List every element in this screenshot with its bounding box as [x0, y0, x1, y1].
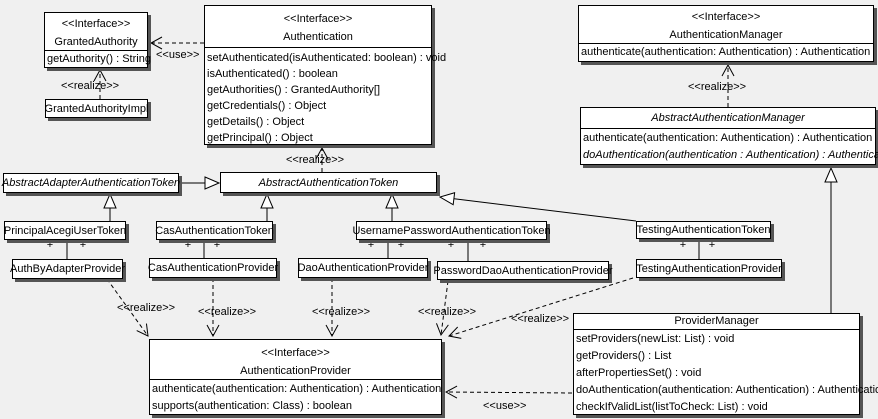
authentication-method: getAuthorities() : GrantedAuthority[] [207, 84, 381, 96]
granted-authority-impl-name: GrantedAuthorityImpl [44, 102, 149, 115]
class-authentication: <<Interface>> Authentication setAuthenti… [204, 5, 447, 145]
realize-authbyadapter-to-authprovider [106, 278, 148, 336]
association-plus: + [479, 239, 487, 251]
authentication-provider-name: AuthenticationProvider [240, 365, 351, 377]
use-label-providermanager: <<use>> [483, 400, 527, 412]
realize-label-testingprovider: <<realize>> [511, 313, 570, 325]
abstract-authentication-token-name: AbstractAuthenticationToken [258, 176, 399, 189]
association-plus: + [184, 239, 192, 251]
password-dao-authentication-provider-name: PasswordDaoAuthenticationProvider [433, 264, 613, 277]
dao-authentication-provider-name: DaoAuthenticationProvider [297, 262, 429, 274]
association-plus: + [708, 239, 716, 251]
class-password-dao-authentication-provider: PasswordDaoAuthenticationProvider [433, 261, 613, 280]
provider-manager-name: ProviderManager [674, 315, 759, 327]
authentication-provider-method: supports(authentication: Class) : boolea… [152, 400, 352, 412]
realize-label-casprovider: <<realize>> [198, 306, 257, 318]
use-label-grantedauthority: <<use>> [156, 49, 200, 61]
authentication-method: getPrincipal() : Object [207, 132, 313, 144]
association-plus: + [367, 239, 375, 251]
use-providermanager-to-authprovider [446, 392, 573, 393]
authentication-method: getDetails() : Object [207, 116, 305, 128]
class-testing-authentication-provider: TestingAuthenticationProvider [636, 259, 782, 278]
association-plus: + [679, 239, 687, 251]
authentication-manager-method: authenticate(authentication: Authenticat… [581, 46, 871, 58]
abstract-authentication-manager-method: authenticate(authentication: Authenticat… [583, 132, 873, 144]
class-username-password-authentication-token: UsernamePasswordAuthenticationToken [352, 221, 551, 240]
association-plus: + [397, 239, 405, 251]
authentication-method: getCredentials() : Object [207, 100, 327, 112]
principal-acegi-user-token-name: PrincipalAcegiUserToken [3, 224, 127, 237]
realize-label-grantedauthority: <<realize>> [61, 80, 120, 92]
granted-authority-stereotype: <<Interface>> [61, 18, 131, 30]
class-principal-acegi-user-token: PrincipalAcegiUserToken [4, 221, 126, 240]
abstract-adapter-authentication-token-name: AbstractAdapterAuthenticationToken [1, 177, 181, 189]
authentication-method: isAuthenticated() : boolean [207, 68, 338, 80]
abstract-authentication-manager-name: AbstractAuthenticationManager [651, 112, 805, 124]
class-testing-authentication-token: TestingAuthenticationToken [636, 221, 771, 239]
authentication-manager-name: AuthenticationManager [669, 29, 783, 41]
authentication-name: Authentication [283, 31, 353, 43]
class-abstract-adapter-authentication-token: AbstractAdapterAuthenticationToken [1, 173, 181, 193]
provider-manager-method: setProviders(newList: List) : void [576, 333, 735, 345]
username-password-authentication-token-name: UsernamePasswordAuthenticationToken [352, 224, 551, 237]
realize-label-authmanager: <<realize>> [688, 81, 747, 93]
cas-authentication-token-name: CasAuthenticationToken [155, 224, 274, 237]
class-granted-authority: <<Interface>> GrantedAuthority getAuthor… [44, 12, 151, 68]
abstract-authentication-manager-method: doAuthentication(authentication : Authen… [583, 149, 878, 161]
provider-manager-method: afterPropertiesSet() : void [576, 367, 702, 379]
provider-manager-method: checkIfValidList(listToCheck: List) : vo… [576, 401, 768, 413]
class-authentication-manager: <<Interface>> AuthenticationManager auth… [578, 5, 874, 62]
association-plus: + [213, 239, 221, 251]
class-abstract-authentication-manager: AbstractAuthenticationManager authentica… [580, 107, 878, 165]
class-cas-authentication-token: CasAuthenticationToken [155, 221, 274, 240]
class-auth-by-adapter-provider: AuthByAdapterProvider [10, 259, 125, 279]
association-plus: + [79, 239, 87, 251]
realize-label-authentication: <<realize>> [286, 154, 345, 166]
granted-authority-name: GrantedAuthority [54, 36, 138, 48]
provider-manager-method: getProviders() : List [576, 350, 672, 362]
association-plus: + [447, 239, 455, 251]
realize-label-authbyadapter: <<realize>> [117, 302, 176, 314]
authentication-manager-stereotype: <<Interface>> [691, 11, 761, 23]
class-cas-authentication-provider: CasAuthenticationProvider [147, 258, 279, 278]
granted-authority-method: getAuthority() : String [47, 53, 151, 65]
auth-by-adapter-provider-name: AuthByAdapterProvider [10, 263, 125, 275]
association-plus: + [46, 239, 54, 251]
authentication-provider-stereotype: <<Interface>> [261, 347, 330, 359]
class-abstract-authentication-token: AbstractAuthenticationToken [220, 172, 437, 193]
realize-passworddaoprovider-to-authprovider [441, 280, 448, 335]
class-authentication-provider: <<Interface>> AuthenticationProvider aut… [149, 339, 442, 415]
realize-label-daoprovider: <<realize>> [312, 306, 371, 318]
generalization-testingtoken-to-abstracttoken [440, 197, 637, 222]
cas-authentication-provider-name: CasAuthenticationProvider [147, 262, 279, 274]
authentication-provider-method: authenticate(authentication: Authenticat… [152, 383, 442, 395]
realize-label-passworddao: <<realize>> [418, 306, 477, 318]
testing-authentication-provider-name: TestingAuthenticationProvider [636, 262, 782, 275]
provider-manager-method: doAuthentication(authentication: Authent… [576, 384, 878, 396]
authentication-method: setAuthenticated(isAuthenticated: boolea… [207, 52, 447, 64]
authentication-stereotype: <<Interface>> [283, 13, 353, 25]
class-granted-authority-impl: GrantedAuthorityImpl [45, 99, 148, 118]
class-dao-authentication-provider: DaoAuthenticationProvider [298, 258, 428, 278]
testing-authentication-token-name: TestingAuthenticationToken [636, 224, 771, 236]
class-provider-manager: ProviderManager setProviders(newList: Li… [573, 313, 878, 415]
